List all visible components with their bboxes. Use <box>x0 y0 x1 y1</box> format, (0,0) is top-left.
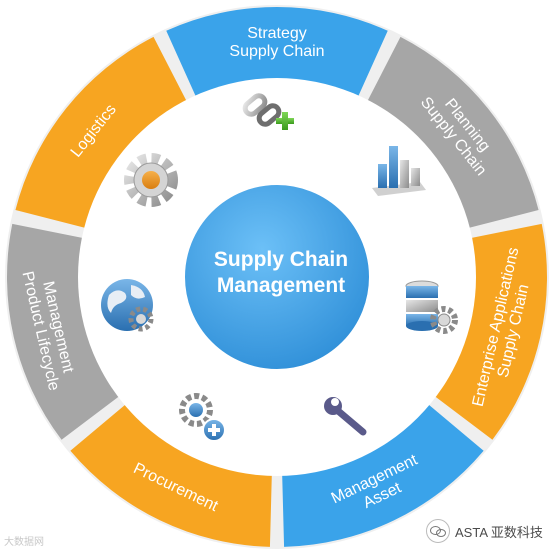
segment-logistics <box>15 36 187 228</box>
globe-gear-icon <box>101 279 154 332</box>
segment-procurement <box>70 404 272 547</box>
segment-label-strategy-1: Supply Chain <box>229 43 324 60</box>
segment-planning <box>367 36 539 228</box>
watermark-right: ASTA 亚数科技 <box>426 519 543 543</box>
segment-enterprise <box>434 223 548 440</box>
center-title-line1: Supply Chain <box>214 248 348 271</box>
bar-chart-icon <box>372 146 426 196</box>
segment-strategy <box>166 6 388 97</box>
center-circle <box>183 183 371 371</box>
gear-plus-icon <box>179 393 226 442</box>
segment-asset <box>282 404 484 547</box>
center-title-line2: Management <box>217 274 345 297</box>
segment-lifecycle <box>6 223 120 440</box>
wechat-logo-icon <box>426 519 450 543</box>
watermark-left: 大数据网 <box>4 537 44 548</box>
wrench-icon <box>324 397 367 436</box>
segment-label-strategy-2: Strategy <box>247 25 307 42</box>
gear-icon <box>124 153 178 207</box>
chain-link-plus-icon <box>242 93 294 130</box>
database-gear-icon <box>405 280 458 334</box>
watermark-right-text: ASTA 亚数科技 <box>455 524 543 540</box>
